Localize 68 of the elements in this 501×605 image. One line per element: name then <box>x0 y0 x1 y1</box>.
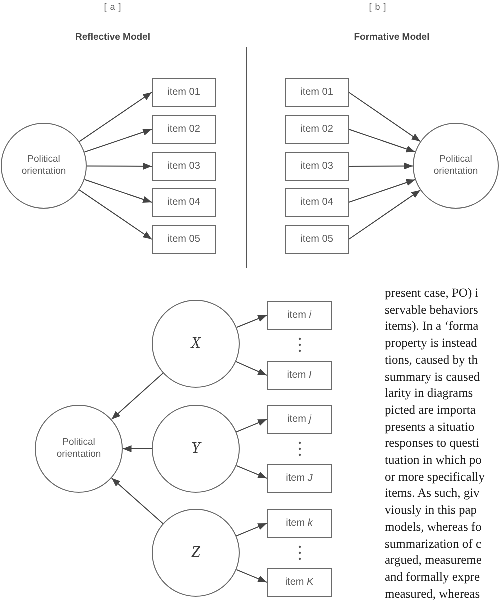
arrow <box>84 128 152 153</box>
item-label: item 05 <box>168 233 200 246</box>
item-box <box>267 301 332 330</box>
panel-tag: [ b ] <box>369 2 387 12</box>
item-label: item 01 <box>300 86 334 99</box>
arrow <box>79 190 152 240</box>
item-box <box>152 78 216 107</box>
construct-label: Political orientation <box>432 154 480 178</box>
arrow <box>86 162 152 170</box>
item-box <box>152 115 216 144</box>
arrow <box>236 361 268 376</box>
arrow <box>236 523 268 537</box>
item-label: item 01 <box>168 86 200 99</box>
item-box <box>152 225 216 254</box>
item-label: item J <box>286 472 313 485</box>
arrow <box>236 569 268 583</box>
item-label: item k <box>286 517 313 530</box>
item-box <box>267 405 332 434</box>
latent-variable-circle <box>152 300 240 388</box>
item-box <box>267 361 332 390</box>
arrow <box>111 372 164 420</box>
item-box <box>285 188 349 217</box>
item-label: item j <box>288 413 312 426</box>
item-label: item 02 <box>300 123 334 136</box>
arrow <box>79 92 152 142</box>
arrow <box>236 419 268 433</box>
item-label: item K <box>285 576 314 589</box>
variable-label: Y <box>192 438 200 459</box>
variable-label: Z <box>192 542 200 563</box>
arrow <box>348 190 422 240</box>
construct-circle <box>1 123 87 209</box>
latent-variable-circle <box>152 509 240 597</box>
variable-label: X <box>191 334 201 354</box>
item-label: item 03 <box>300 160 334 173</box>
arrow <box>111 478 164 524</box>
item-label: item 04 <box>300 196 334 209</box>
arrow <box>84 179 152 204</box>
item-box <box>267 464 332 493</box>
item-label: item 04 <box>168 196 200 209</box>
item-box <box>267 568 332 597</box>
panel-title: Reflective Model <box>76 32 150 43</box>
construct-label: Political orientation <box>56 436 102 462</box>
arrow <box>348 129 416 153</box>
item-box <box>285 115 349 144</box>
item-box <box>152 152 216 181</box>
panel-tag: [ a ] <box>104 2 122 12</box>
item-box <box>285 78 349 107</box>
arrow <box>122 446 152 452</box>
construct-label: Political orientation <box>20 154 68 178</box>
item-box <box>267 509 332 538</box>
arrow <box>348 179 416 203</box>
arrow <box>348 162 414 170</box>
construct-circle <box>35 405 123 493</box>
item-box <box>285 152 349 181</box>
construct-circle <box>413 123 499 209</box>
arrow <box>348 92 422 142</box>
latent-variable-circle <box>152 405 240 493</box>
arrow <box>236 465 268 479</box>
item-label: item 02 <box>168 123 200 136</box>
item-box <box>285 225 349 254</box>
item-label: item i <box>288 309 312 322</box>
item-label: item I <box>287 369 312 382</box>
body-text-excerpt: present case, PO) i servable behaviors items). In a ‘forma property is instead tions, caused by th summary is caused larity in diagrams picted are importa presents a situatio responses to questi tuation in which po or more specifically items. As such, giv viously in this pap models, whereas fo summarization of c argued, measureme and formally expre measured, whereas <box>385 285 485 602</box>
item-label: item 05 <box>300 233 334 246</box>
panel-title: Formative Model <box>354 32 430 43</box>
arrow <box>236 315 268 328</box>
item-box <box>152 188 216 217</box>
item-label: item 03 <box>168 160 200 173</box>
